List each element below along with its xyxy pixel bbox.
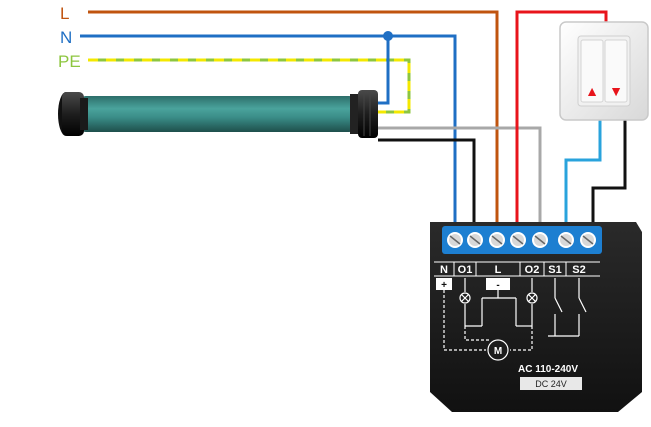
terminal-label-o1: O1 [458,264,473,276]
switch-live-wire [515,10,608,226]
dc-voltage-box [520,377,582,390]
terminal-screws [447,232,596,248]
terminal-label-o2: O2 [525,264,540,276]
switch-down-button[interactable] [604,39,628,103]
module-body [430,222,642,412]
live-wire [88,10,499,226]
motor-left-cap [58,92,88,136]
neutral-wire [80,34,457,226]
n-plus-box [436,278,452,290]
l-minus-symbol: - [496,280,499,291]
n-plus-symbol: + [441,280,447,291]
live-label: L [60,4,69,23]
neutral-junction [383,31,393,41]
terminal-label-s2: S2 [572,264,585,276]
up-arrow-icon: ▲ [585,83,599,99]
internal-schematic [443,278,587,351]
motor-symbol-icon [487,339,509,361]
switch-wires [515,10,627,226]
dc-voltage-label: DC 24V [535,379,567,389]
down-arrow-icon: ▼ [609,83,623,99]
l-minus-box [486,278,510,290]
earth-wire [88,58,411,114]
supply-lines [80,10,499,226]
earth-label: PE [58,52,81,71]
switch-up-button[interactable] [580,39,604,103]
relay-module: N O1 L O2 S1 S2 + - [430,222,642,412]
tubular-motor [58,90,378,138]
motor-wires [378,31,542,226]
motor-o2-wire [378,126,542,226]
ac-voltage-label: AC 110-240V [518,364,578,375]
motor-head [350,90,378,138]
motor-tube [80,96,355,132]
terminal-label-n: N [440,264,448,276]
terminal-label-s1: S1 [548,264,561,276]
terminal-labels: N O1 L O2 S1 S2 [434,261,600,277]
motor-neutral-wire [378,36,390,105]
motor-symbol-label: M [494,346,502,357]
switch-s2-wire [591,120,627,226]
motor-o1-wire [378,138,476,226]
terminal-label-l: L [495,264,502,276]
neutral-label: N [60,28,72,47]
wall-switch: ▲ ▼ [559,21,649,121]
switch-s1-wire [564,120,602,226]
